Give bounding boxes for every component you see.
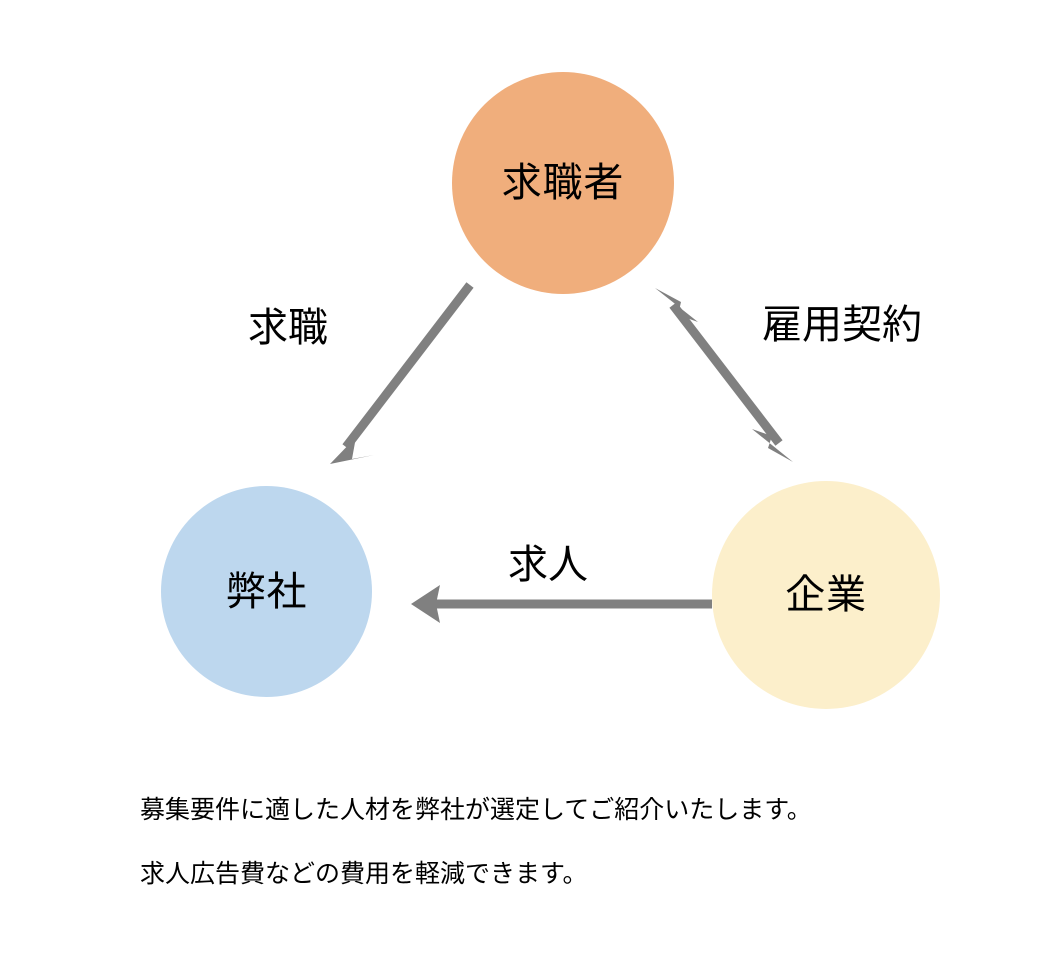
- node-jobseeker[interactable]: 求職者: [452, 72, 674, 294]
- node-jobseeker-label: 求職者: [501, 161, 625, 205]
- node-our-company[interactable]: 弊社: [161, 486, 372, 697]
- node-enterprise[interactable]: 企業: [712, 481, 940, 709]
- caption-line-1: 募集要件に適した人材を弊社が選定してご紹介いたします。: [140, 796, 812, 824]
- edge-label-joboffer: 求人: [508, 543, 588, 587]
- arrow-joboffer: [411, 585, 712, 623]
- edge-label-contract: 雇用契約: [762, 303, 922, 347]
- node-enterprise-label: 企業: [785, 573, 867, 617]
- caption-line-2: 求人広告費などの費用を軽減できます。: [140, 860, 588, 888]
- arrow-seeking: [330, 282, 474, 464]
- node-our-company-label: 弊社: [225, 569, 308, 614]
- caption-block: 募集要件に適した人材を弊社が選定してご紹介いたします。 求人広告費などの費用を軽…: [140, 798, 980, 887]
- edge-label-seeking: 求職: [248, 306, 328, 350]
